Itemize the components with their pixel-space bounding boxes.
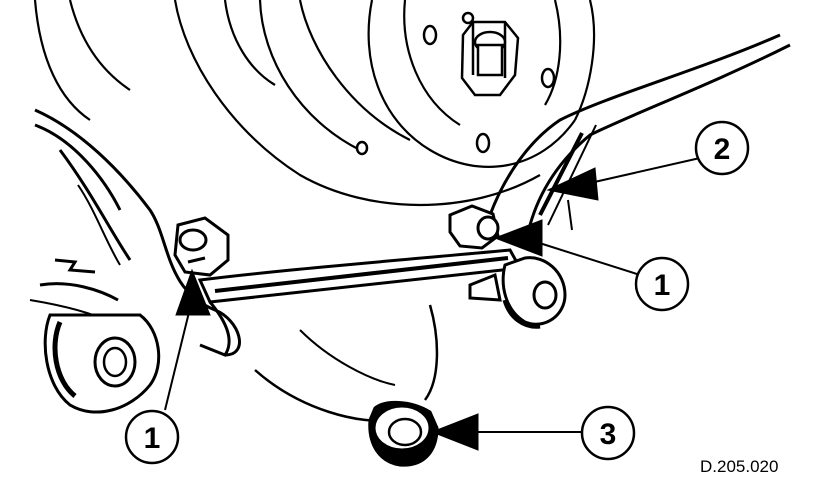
callout-circle: [694, 120, 750, 176]
left-bushing: [43, 313, 161, 414]
subframe-bracket: [29, 108, 241, 357]
arrow-to-left-nut: [175, 268, 211, 316]
callout-2: 2: [694, 120, 750, 176]
callout-label: 2: [714, 133, 731, 166]
axle-nut: [460, 20, 520, 97]
lower-transverse-arm: [197, 248, 523, 357]
callout-circle: [580, 405, 636, 461]
arrow-to-right-nut: [493, 219, 543, 257]
callout-1-left: 1: [124, 409, 180, 465]
callout-label: 1: [654, 269, 671, 302]
callout-label: 3: [600, 418, 617, 451]
callout-3: 3: [580, 405, 636, 461]
right-bushing: [501, 256, 567, 329]
callout-arrows: [164, 157, 701, 451]
right-mounting-nut: [448, 204, 500, 250]
upper-link-arm: [488, 33, 791, 231]
left-mounting-nut: [173, 216, 230, 277]
loose-bushing: [368, 401, 439, 467]
callout-circle: [634, 256, 690, 312]
callout-circle: [124, 409, 180, 465]
hub-holes: [355, 11, 556, 156]
callout-label: 1: [144, 422, 161, 455]
figure-reference-code: D.205.020: [700, 457, 778, 476]
arrow-to-upper-arm: [546, 167, 599, 201]
brake-drum: [33, 0, 596, 206]
callout-1-right: 1: [634, 256, 690, 312]
